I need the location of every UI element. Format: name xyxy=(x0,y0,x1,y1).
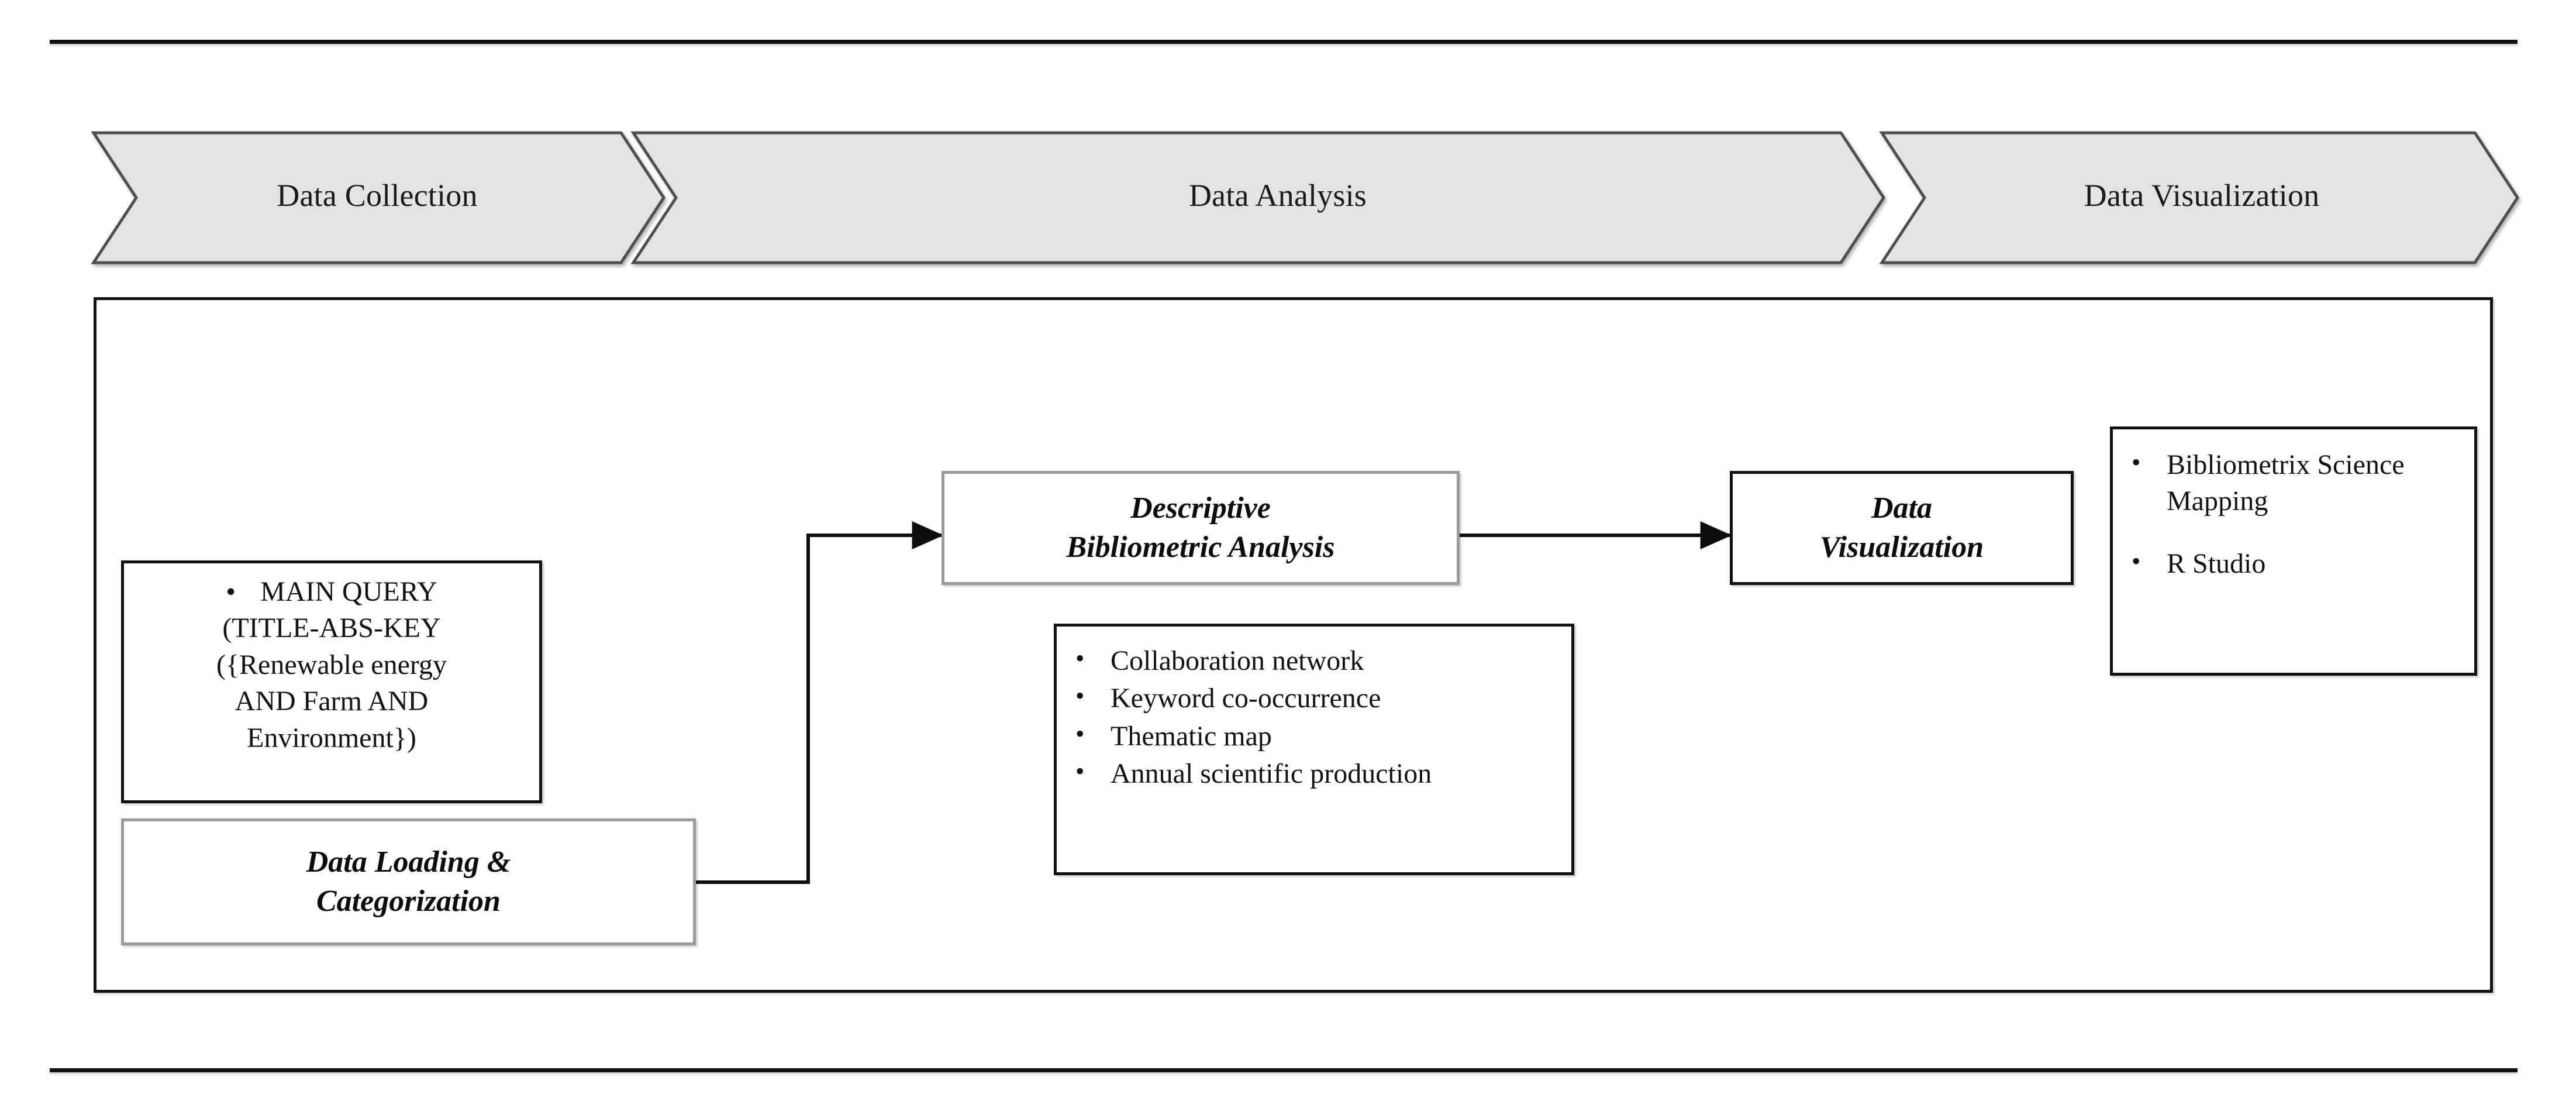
main-query-line-3: ({Renewable energy xyxy=(216,649,447,680)
descriptive-line-2: Bibliometric Analysis xyxy=(1066,530,1335,564)
list-item: Collaboration network xyxy=(1063,642,1563,679)
list-item: Annual scientific production xyxy=(1063,755,1563,792)
list-item: R Studio xyxy=(2119,545,2466,582)
list-item: Thematic map xyxy=(1063,717,1563,755)
data-visualization-line-2: Visualization xyxy=(1819,530,1984,564)
data-loading-categorization-box: Data Loading & Categorization xyxy=(121,818,696,945)
descriptive-bibliometric-analysis-box: Descriptive Bibliometric Analysis xyxy=(942,471,1460,585)
list-item: Bibliometrix Science Mapping xyxy=(2119,446,2466,520)
main-query-line-4: AND Farm AND xyxy=(235,686,429,717)
data-loading-line-1: Data Loading & xyxy=(306,845,511,879)
chevron-label-data-analysis: Data Analysis xyxy=(1188,178,1367,213)
data-visualization-line-1: Data xyxy=(1871,491,1932,525)
main-query-line-2: (TITLE-ABS-KEY xyxy=(222,613,441,644)
analysis-outputs-box: Collaboration network Keyword co-occurre… xyxy=(1054,624,1574,875)
top-horizontal-rule xyxy=(50,40,2518,44)
chevron-label-data-visualization: Data Visualization xyxy=(2084,178,2320,213)
descriptive-line-1: Descriptive xyxy=(1130,491,1271,525)
main-query-box: • MAIN QUERY (TITLE-ABS-KEY ({Renewable e… xyxy=(121,560,542,803)
bullet-glyph-icon: • xyxy=(226,576,236,607)
visualization-tools-box: Bibliometrix Science Mapping R Studio xyxy=(2110,426,2477,676)
main-query-line-5: Environment}) xyxy=(247,722,416,753)
main-query-text: • MAIN QUERY (TITLE-ABS-KEY ({Renewable e… xyxy=(132,574,531,756)
bottom-horizontal-rule xyxy=(50,1068,2518,1072)
visualization-tools-list: Bibliometrix Science Mapping R Studio xyxy=(2119,446,2466,583)
list-item: Keyword co-occurrence xyxy=(1063,679,1563,717)
chevron-label-data-collection: Data Collection xyxy=(277,178,478,213)
data-loading-line-2: Categorization xyxy=(316,884,501,918)
main-query-line-1: MAIN QUERY xyxy=(260,576,437,607)
analysis-outputs-list: Collaboration network Keyword co-occurre… xyxy=(1063,642,1563,794)
data-visualization-box: Data Visualization xyxy=(1730,471,2074,585)
